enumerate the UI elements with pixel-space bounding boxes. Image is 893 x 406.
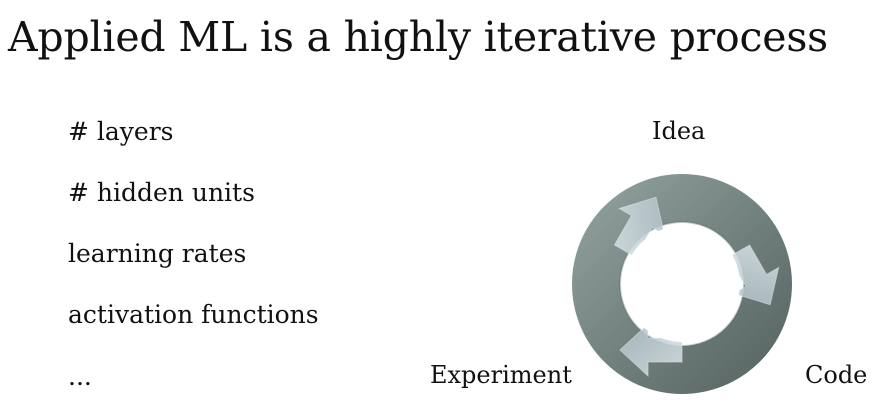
- cycle-center: [624, 226, 740, 342]
- experiment-label: Experiment: [430, 361, 572, 389]
- list-item-learning-rates: learning rates: [68, 239, 247, 268]
- slide-title: Applied ML is a highly iterative process: [8, 13, 829, 61]
- list-item-ellipsis: ...: [68, 362, 92, 391]
- code-label: Code: [805, 361, 868, 389]
- iteration-cycle-diagram: [572, 174, 792, 394]
- list-item-activation-functions: activation functions: [68, 300, 319, 329]
- list-item-layers: # layers: [68, 117, 174, 146]
- list-item-hidden-units: # hidden units: [68, 178, 255, 207]
- idea-label: Idea: [652, 117, 706, 145]
